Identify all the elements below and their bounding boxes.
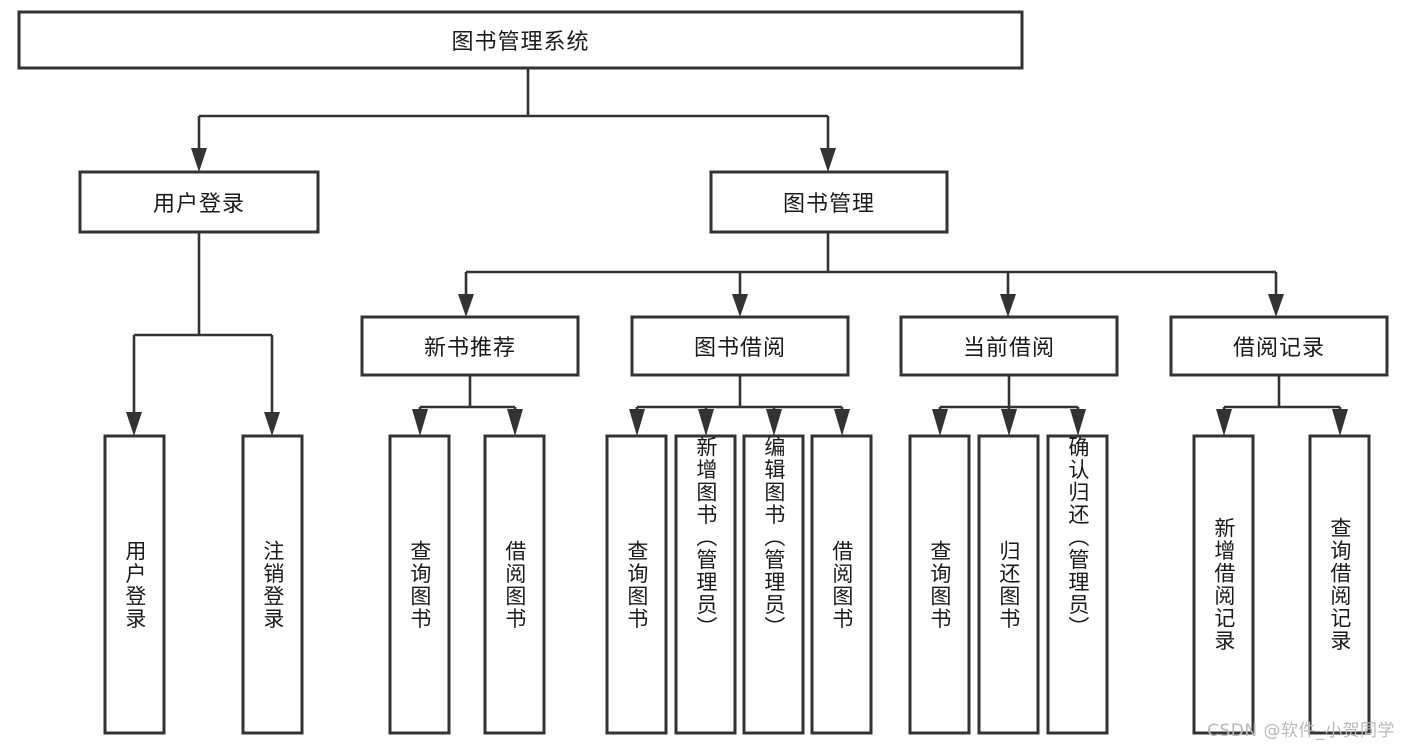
arrowhead-borrow-record <box>1268 294 1284 317</box>
arrowhead-newbook-leaf-1 <box>412 409 428 436</box>
leaf-user-login[interactable] <box>103 434 166 735</box>
arrowhead-record-leaf-1 <box>1216 409 1232 436</box>
leaf-query-book-1[interactable] <box>388 434 451 735</box>
arrowhead-book-mgmt <box>820 148 836 172</box>
node-user-login[interactable] <box>78 170 320 234</box>
arrowhead-book-borrow <box>732 294 748 317</box>
leaf-borrow-book-2[interactable] <box>810 434 873 735</box>
arrowhead-leaf-user-login <box>126 412 142 436</box>
node-box-layer <box>17 10 1389 735</box>
leaf-confirm-return-admin[interactable] <box>1046 434 1109 735</box>
leaf-query-book-3[interactable] <box>908 434 971 735</box>
leaf-edit-book-admin[interactable] <box>742 434 805 735</box>
connector-layer <box>126 68 1348 436</box>
arrowhead-current-leaf-3 <box>1070 409 1086 436</box>
leaf-logout[interactable] <box>241 434 304 735</box>
leaf-add-borrow-record[interactable] <box>1192 434 1255 735</box>
arrowhead-record-leaf-2 <box>1332 409 1348 436</box>
leaf-query-book-2[interactable] <box>605 434 668 735</box>
arrowhead-current-leaf-1 <box>932 409 948 436</box>
arrowhead-leaf-logout <box>264 412 280 436</box>
leaf-return-book[interactable] <box>977 434 1040 735</box>
node-new-book-recommend[interactable] <box>360 315 580 377</box>
arrowhead-borrow-leaf-3 <box>766 409 782 436</box>
node-root[interactable] <box>17 10 1024 70</box>
arrowhead-new-book-recommend <box>458 294 474 317</box>
arrowhead-borrow-leaf-1 <box>629 409 645 436</box>
leaf-query-borrow-record[interactable] <box>1308 434 1371 735</box>
leaf-borrow-book-1[interactable] <box>483 434 546 735</box>
arrowhead-current-leaf-2 <box>1001 409 1017 436</box>
arrowhead-borrow-leaf-4 <box>834 409 850 436</box>
leaf-add-book-admin[interactable] <box>674 434 737 735</box>
arrowhead-borrow-leaf-2 <box>698 409 714 436</box>
arrowhead-user-login <box>191 148 207 172</box>
node-book-management[interactable] <box>709 170 949 234</box>
csdn-watermark: CSDN @软件_小贺同学 <box>1207 721 1395 741</box>
arrowhead-newbook-leaf-2 <box>507 409 523 436</box>
arrowhead-current-borrow <box>1000 294 1016 317</box>
node-book-borrow[interactable] <box>630 315 850 377</box>
node-current-borrow[interactable] <box>899 315 1119 377</box>
node-borrow-record[interactable] <box>1169 315 1389 377</box>
